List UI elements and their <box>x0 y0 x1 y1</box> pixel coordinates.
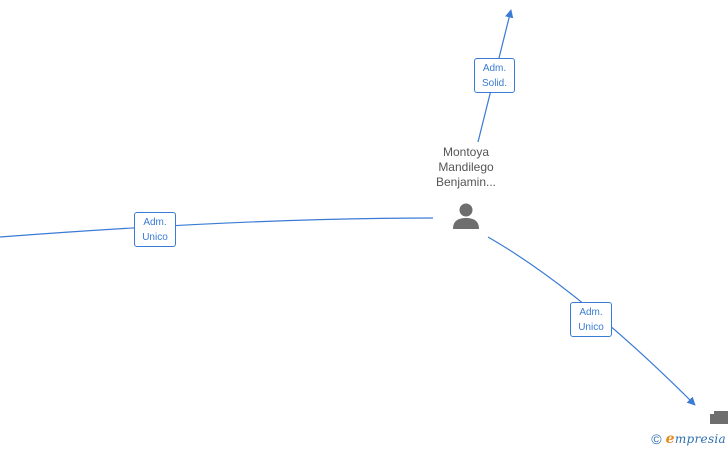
person-name-line2: Mandilego <box>438 160 494 174</box>
edge-label-left-line1: Adm. <box>143 217 167 228</box>
edge-label-left-line2: Unico <box>142 232 168 243</box>
company-node-partial-icon[interactable] <box>708 410 728 424</box>
edge-label-left[interactable]: Adm. Unico <box>134 212 176 247</box>
brand-logo: empresia <box>666 431 726 447</box>
person-name-line1: Montoya <box>442 145 490 159</box>
edge-label-top[interactable]: Adm. Solid. <box>474 58 515 93</box>
edge-label-top-line1: Adm. <box>482 63 507 74</box>
edge-label-bottom-right[interactable]: Adm. Unico <box>570 302 612 337</box>
edge-label-bottom-right-line2: Unico <box>578 322 604 333</box>
person-name-line3: Benjamin... <box>435 175 497 189</box>
person-name: Montoya Mandilego Benjamin... <box>420 145 512 190</box>
copyright-icon: © <box>651 431 662 447</box>
edge-left-line[interactable] <box>0 217 434 238</box>
edge-label-bottom-right-line1: Adm. <box>579 307 603 318</box>
watermark: © empresia <box>651 431 726 447</box>
brand-logo-initial: e <box>665 431 675 447</box>
brand-logo-text: mpresia <box>674 432 726 446</box>
edge-label-top-line2: Solid. <box>481 78 507 89</box>
person-icon <box>453 203 479 229</box>
person-node[interactable]: Montoya Mandilego Benjamin... <box>420 145 512 229</box>
